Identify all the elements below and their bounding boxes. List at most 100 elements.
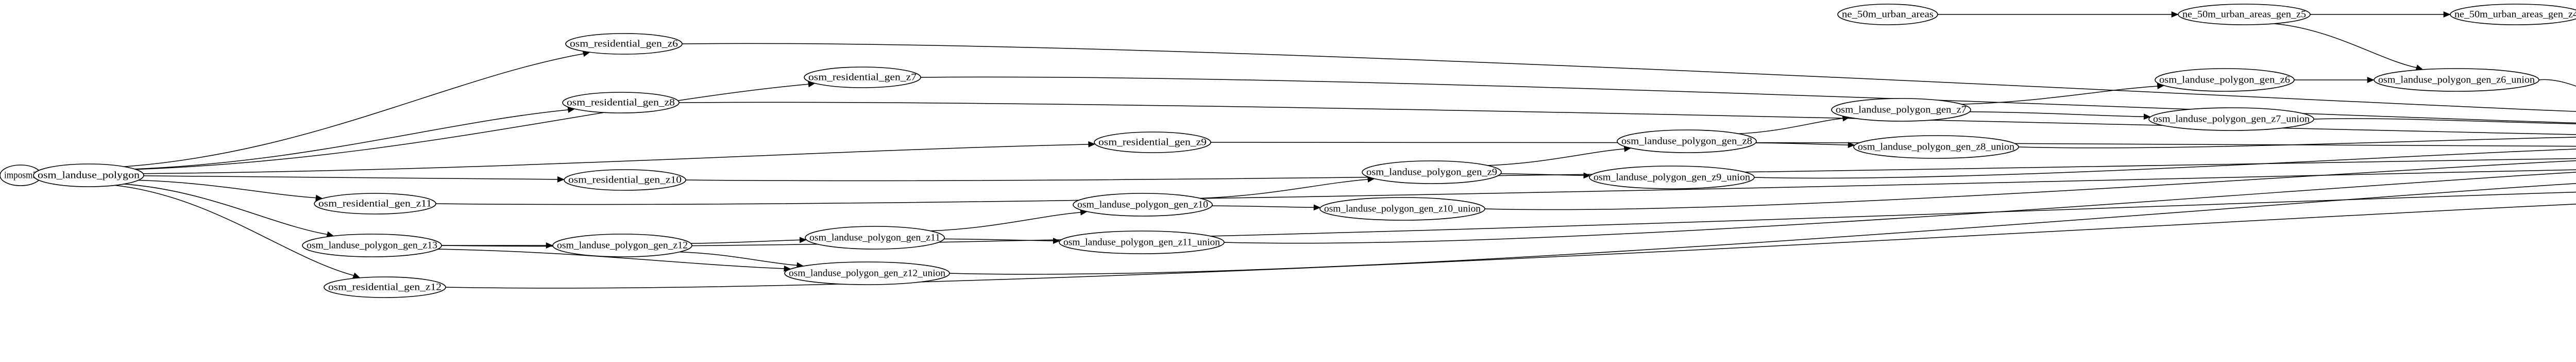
edge-arrowhead [1313,204,1321,211]
edge-osm_landuse_polygon_gen_z8-to-osm_landuse_polygon_gen_z8_union [1755,142,1849,145]
graph-node-osm_landuse_polygon_gen_z12[interactable]: osm_landuse_polygon_gen_z12 [552,234,692,257]
node-shape [2450,4,2576,25]
graph-node-ne_50m_urban_areas[interactable]: ne_50m_urban_areas [1837,4,1938,25]
node-shape [1837,4,1938,25]
graph-node-osm_residential_gen_z8[interactable]: osm_residential_gen_z8 [562,92,680,113]
node-label: osm_landuse_polygon_gen_z11 [809,232,940,243]
node-shape [1831,98,1971,122]
edge-osm_residential_gen_z11-to-layer_landuse [435,169,2576,205]
node-shape [804,67,921,88]
node-shape [562,92,680,113]
node-shape [1073,193,1213,217]
node-label: ne_50m_urban_areas [1842,9,1934,20]
edge-arrowhead [799,237,807,243]
graph-node-ne_50m_urban_areas_gen_z5[interactable]: ne_50m_urban_areas_gen_z5 [2178,4,2311,25]
edge-osm_landuse_polygon_gen_z8_union-to-layer_landuse [2018,137,2576,149]
node-shape [324,276,446,298]
edge-osm_landuse_polygon-to-osm_residential_gen_z8 [134,109,569,170]
node-label: osm_landuse_polygon_gen_z8_union [1858,141,2015,152]
node-shape [564,169,686,191]
node-label: imposm3 [4,170,37,180]
node-shape [805,226,945,250]
graph-node-osm_residential_gen_z6[interactable]: osm_residential_gen_z6 [565,33,683,55]
graph-node-osm_residential_gen_z12[interactable]: osm_residential_gen_z12 [324,276,446,298]
edge-osm_residential_gen_z8-to-layer_landuse [679,102,2576,135]
node-label: ne_50m_urban_areas_gen_z5 [2182,9,2306,20]
graph-node-ne_50m_urban_areas_gen_z4[interactable]: ne_50m_urban_areas_gen_z4 [2450,4,2576,25]
node-shape [784,261,950,285]
graph-node-osm_landuse_polygon_gen_z9[interactable]: osm_landuse_polygon_gen_z9 [1362,160,1502,184]
node-shape [33,163,144,187]
node-label: osm_residential_gen_z10 [568,174,682,185]
edge-osm_residential_gen_z6-to-layer_landuse [682,43,2576,112]
edge-osm_landuse_polygon_gen_z8-to-osm_landuse_polygon_gen_z7 [1738,118,1843,135]
node-label: osm_landuse_polygon_gen_z6_union [2378,74,2535,85]
graph-node-osm_landuse_polygon_gen_z10[interactable]: osm_landuse_polygon_gen_z10 [1073,193,1213,217]
graph-node-osm_landuse_polygon_gen_z10_union[interactable]: osm_landuse_polygon_gen_z10_union [1319,197,1485,221]
graph-node-osm_landuse_polygon_gen_z11[interactable]: osm_landuse_polygon_gen_z11 [805,226,945,250]
node-shape [1319,197,1485,221]
graph-node-osm_landuse_polygon_gen_z11_union[interactable]: osm_landuse_polygon_gen_z11_union [1059,231,1225,254]
graph-node-osm_landuse_polygon_gen_z8[interactable]: osm_landuse_polygon_gen_z8 [1617,129,1757,153]
graph-node-osm_residential_gen_z9[interactable]: osm_residential_gen_z9 [1094,131,1211,153]
node-label: osm_residential_gen_z7 [808,72,917,83]
edge-osm_landuse_polygon_gen_z13-to-layer_landuse [441,191,2576,247]
node-label: osm_landuse_polygon_gen_z7_union [2153,113,2310,124]
graph-node-osm_landuse_polygon_gen_z8_union[interactable]: osm_landuse_polygon_gen_z8_union [1853,135,2019,159]
edge-arrowhead [1848,142,1855,149]
edge-osm_landuse_polygon_gen_z13-to-osm_landuse_polygon_gen_z12_union [437,249,785,269]
node-shape [1059,231,1225,254]
edge-osm_residential_gen_z12-to-layer_landuse [445,204,2576,289]
node-shape [2155,68,2295,92]
graph-node-osm_residential_gen_z11[interactable]: osm_residential_gen_z11 [314,193,436,215]
edge-osm_landuse_polygon_gen_z7_union-to-layer_landuse [2313,118,2576,124]
edge-osm_landuse_polygon_gen_z11_union-to-layer_landuse [1224,172,2576,244]
node-label: osm_landuse_polygon_gen_z9 [1366,167,1497,177]
edge-osm_landuse_polygon_gen_z7-to-osm_landuse_polygon_gen_z7_union [1970,111,2145,118]
edge-osm_landuse_polygon_gen_z12-to-osm_landuse_polygon_gen_z12_union [679,251,798,266]
node-label: osm_residential_gen_z6 [570,38,678,49]
graph-node-osm_landuse_polygon_gen_z9_union[interactable]: osm_landuse_polygon_gen_z9_union [1589,166,1755,189]
node-shape [1094,131,1211,153]
graph-node-osm_landuse_polygon_gen_z6_union[interactable]: osm_landuse_polygon_gen_z6_union [2374,68,2539,92]
node-label: osm_landuse_polygon_gen_z12_union [789,268,946,278]
graph-node-osm_landuse_polygon_gen_z13[interactable]: osm_landuse_polygon_gen_z13 [302,234,442,257]
node-shape [552,234,692,257]
edge-osm_landuse_polygon_gen_z9-to-osm_landuse_polygon_gen_z8 [1487,148,1625,166]
node-label: osm_landuse_polygon_gen_z11_union [1063,237,1221,248]
graph-node-osm_landuse_polygon_gen_z7_union[interactable]: osm_landuse_polygon_gen_z7_union [2148,107,2314,131]
node-shape [1362,160,1502,184]
edge-arrowhead [1583,172,1591,179]
node-shape [2178,4,2311,25]
graph-node-osm_landuse_polygon_gen_z6[interactable]: osm_landuse_polygon_gen_z6 [2155,68,2295,92]
edge-osm_landuse_polygon-to-osm_landuse_polygon_gen_z13 [124,184,328,235]
edge-osm_landuse_polygon-to-osm_residential_gen_z9 [143,144,1089,174]
edge-osm_landuse_polygon_gen_z10-to-osm_landuse_polygon_gen_z9 [1200,179,1368,199]
edge-osm_landuse_polygon_gen_z9-to-osm_landuse_polygon_gen_z9_union [1500,173,1584,176]
edge-osm_landuse_polygon-to-osm_residential_gen_z11 [138,179,317,199]
node-label: ne_50m_urban_areas_gen_z4 [2454,9,2576,20]
edge-osm_landuse_polygon_gen_z10_union-to-layer_landuse [1484,160,2576,210]
edge-osm_residential_gen_z10-to-layer_landuse [685,158,2576,182]
edge-osm_landuse_polygon-to-osm_residential_gen_z12 [115,185,354,276]
graph-node-osm_landuse_polygon[interactable]: osm_landuse_polygon [33,163,144,187]
edge-osm_landuse_polygon_gen_z11-to-osm_landuse_polygon_gen_z11_union [944,238,1054,241]
graph-node-osm_residential_gen_z7[interactable]: osm_residential_gen_z7 [804,67,921,88]
edge-osm_landuse_polygon-to-osm_residential_gen_z10 [143,175,558,180]
edge-arrowhead [2367,77,2375,83]
node-label: osm_landuse_polygon_gen_z13 [307,240,437,251]
node-shape [314,193,436,215]
graph-node-osm_landuse_polygon_gen_z12_union[interactable]: osm_landuse_polygon_gen_z12_union [784,261,950,285]
edge-arrowhead [1053,238,1061,244]
edge-osm_residential_gen_z7-to-layer_landuse [920,76,2576,124]
edge-osm_landuse_polygon_gen_z9_union-to-layer_landuse [1754,149,2576,179]
graph-node-osm_residential_gen_z10[interactable]: osm_residential_gen_z10 [564,169,686,191]
graph-node-osm_landuse_polygon_gen_z7[interactable]: osm_landuse_polygon_gen_z7 [1831,98,1971,122]
node-label: osm_residential_gen_z12 [328,282,442,292]
edge-ne_50m_urban_areas_gen_z5-to-osm_landuse_polygon_gen_z6_union [2274,23,2417,69]
edge-arrowhead [2143,113,2151,120]
node-shape [302,234,442,257]
node-label: osm_residential_gen_z11 [318,198,432,209]
